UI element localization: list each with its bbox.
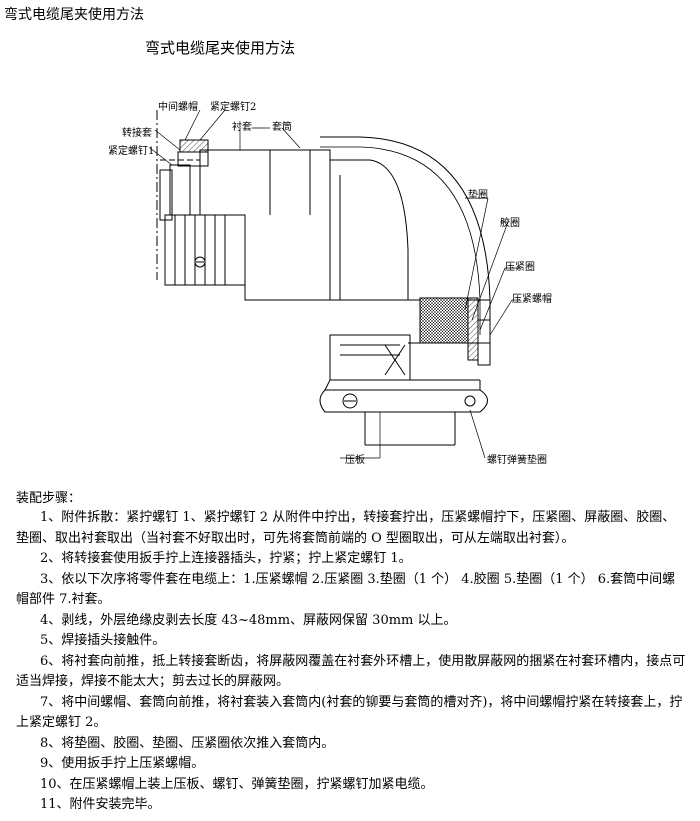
figure-title: 弯式电缆尾夹使用方法 [145, 39, 296, 57]
elbow-cable-clamp-diagram: 弯式电缆尾夹使用方法 中间螺帽 紧定螺钉2 转接套 紧定螺钉1 衬套 套筒 垫圈… [108, 39, 552, 466]
label-washer: 垫圈 [468, 190, 488, 201]
assembly-step: 1、附件拆散：紧拧螺钉 1、紧拧螺钉 2 从附件中拧出，转接套拧出，压紧螺帽拧下… [16, 510, 676, 546]
label-adapter-sleeve: 转接套 [122, 128, 152, 139]
label-set-screw-2: 紧定螺钉2 [210, 102, 257, 113]
assembly-step: 3、依以下次序将零件套在电缆上：1.压紧螺帽 2.压紧圈 3.垫圈（1 个） 4… [16, 571, 676, 608]
label-rubber-ring: 胶圈 [500, 218, 520, 229]
label-sleeve-tube: 套筒 [272, 122, 292, 133]
label-clamp-plate: 压板 [345, 455, 365, 466]
assembly-step: 10、在压紧螺帽上装上压板、螺钉、弹簧垫圈，拧紧螺钉加紧电缆。 [40, 776, 434, 792]
assembly-step: 6、将衬套向前推，抵上转接套断齿，将屏蔽网覆盖在衬套外环槽上，使用散屏蔽网的捆紧… [16, 653, 686, 690]
assembly-step: 9、使用扳手拧上压紧螺帽。 [40, 756, 205, 771]
assembly-heading: 装配步骤： [16, 491, 82, 506]
assembly-step: 4、剥线，外层绝缘皮剥去长度 43~48mm、屏蔽网保留 30mm 以上。 [40, 612, 457, 628]
label-liner: 衬套 [232, 122, 252, 133]
assembly-step: 5、焊接插头接触件。 [40, 633, 166, 648]
label-pressure-nut: 压紧螺帽 [512, 294, 552, 305]
label-set-screw-1: 紧定螺钉1 [108, 146, 155, 157]
label-middle-nut: 中间螺帽 [158, 102, 198, 113]
assembly-step: 8、将垫圈、胶圈、垫圈、压紧圈依次推入套筒内。 [40, 735, 335, 751]
clamp-drawing [149, 109, 520, 459]
assembly-step: 2、将转接套使用扳手拧上连接器插头，拧紧；拧上紧定螺钉 1。 [40, 551, 412, 566]
assembly-step: 11、附件安装完毕。 [40, 797, 161, 812]
label-screw-spring-washer: 螺钉弹簧垫圈 [487, 455, 547, 466]
assembly-steps: 1、附件拆散：紧拧螺钉 1、紧拧螺钉 2 从附件中拧出，转接套拧出，压紧螺帽拧下… [16, 508, 688, 816]
document-title: 弯式电缆尾夹使用方法 [4, 7, 144, 23]
label-pressure-ring: 压紧圈 [505, 262, 535, 273]
assembly-step: 7、将中间螺帽、套筒向前推，将衬套装入套筒内(衬套的铆要与套筒的槽对齐)，将中间… [16, 694, 683, 731]
